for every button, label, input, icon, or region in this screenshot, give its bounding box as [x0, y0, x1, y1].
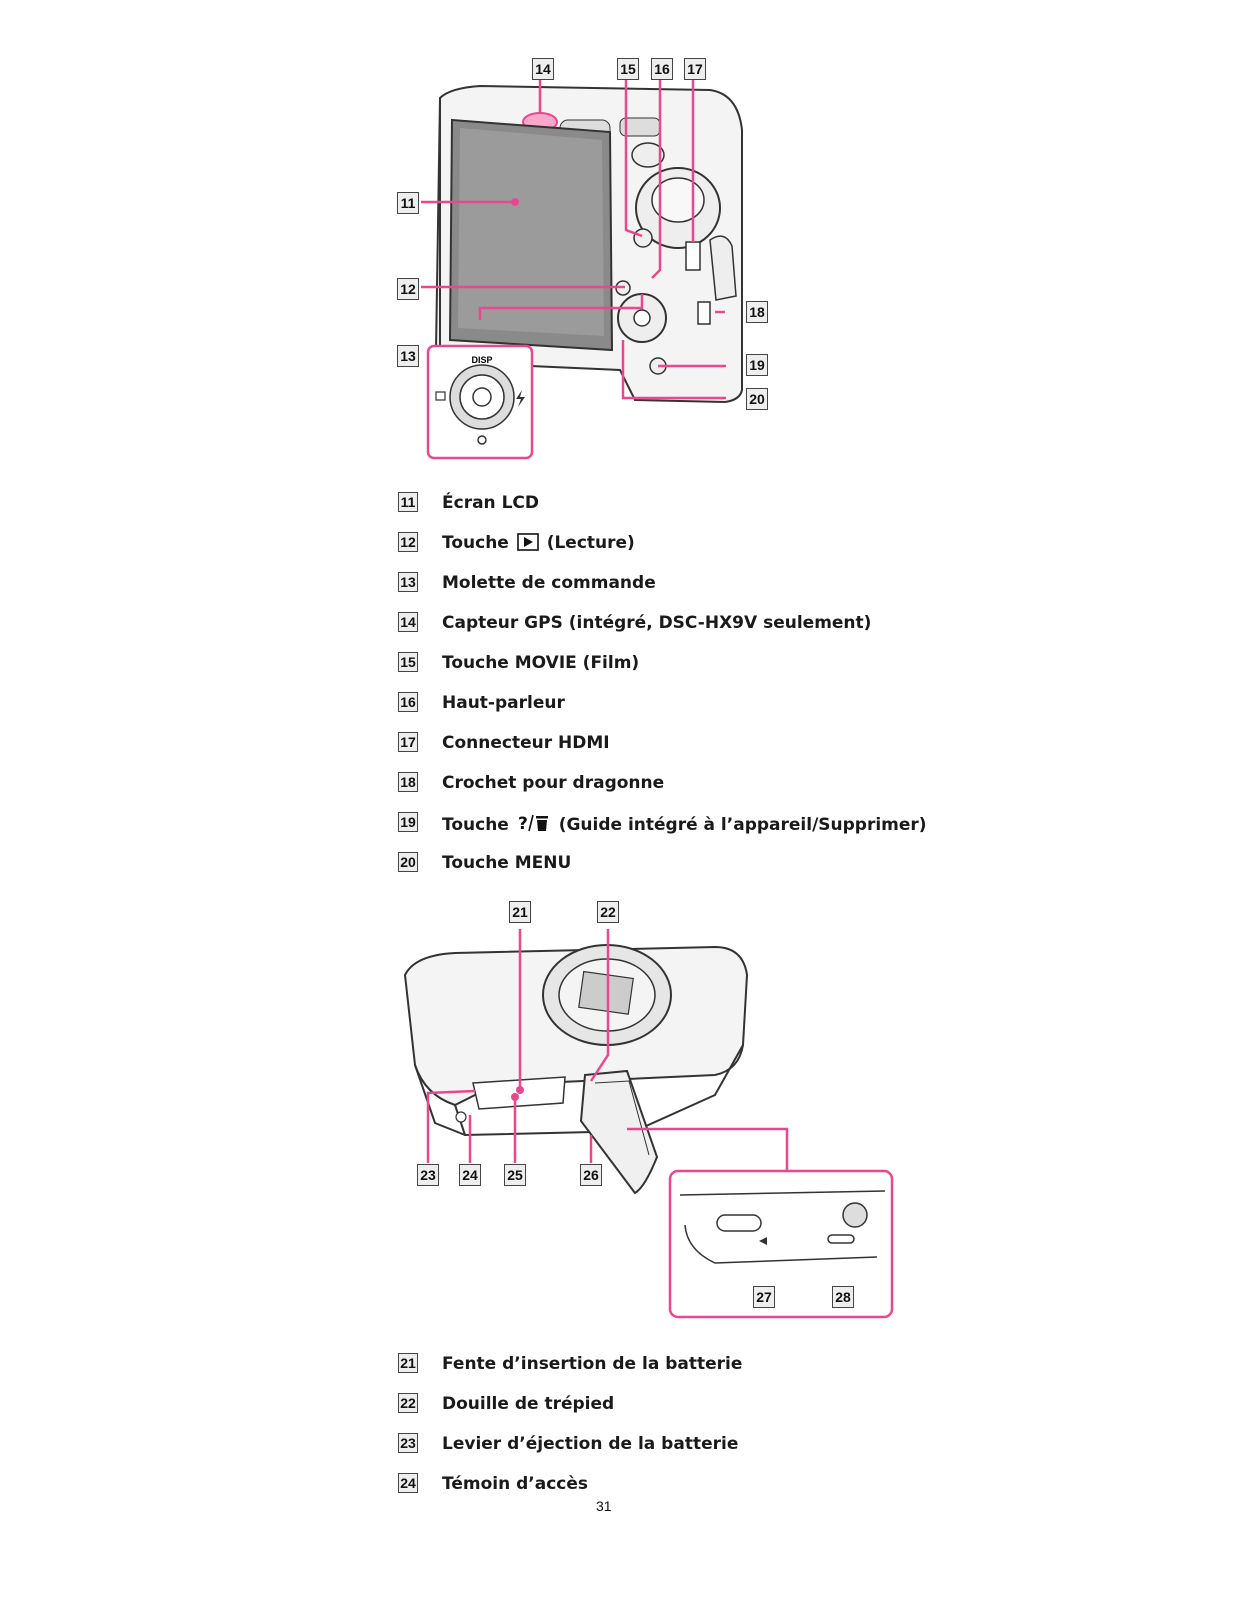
- callout-12: 12: [397, 278, 419, 300]
- item-label: Haut-parleur: [442, 693, 565, 713]
- item-number: 17: [398, 732, 418, 752]
- item-label: Touche MOVIE (Film): [442, 653, 640, 673]
- item-label: Connecteur HDMI: [442, 733, 610, 753]
- item-number: 21: [398, 1353, 418, 1373]
- item-label: Levier d’éjection de la batterie: [442, 1434, 739, 1454]
- help-trash-icon: ?: [518, 814, 548, 833]
- item-number: 18: [398, 772, 418, 792]
- callout-23: 23: [417, 1164, 439, 1186]
- item-number: 22: [398, 1393, 418, 1413]
- dial-top-label: DISP: [471, 355, 492, 365]
- callout-24: 24: [459, 1164, 481, 1186]
- item-number: 14: [398, 612, 418, 632]
- item-label: Écran LCD: [442, 493, 539, 513]
- callout-13: 13: [397, 345, 419, 367]
- item-label: Touche MENU: [442, 853, 572, 873]
- callout-19: 19: [746, 354, 768, 376]
- item-number: 16: [398, 692, 418, 712]
- item-label-post: (Lecture): [546, 533, 635, 553]
- item-number: 12: [398, 532, 418, 552]
- callout-18: 18: [746, 301, 768, 323]
- callout-20: 20: [746, 388, 768, 410]
- callout-17: 17: [684, 58, 706, 80]
- item-number: 24: [398, 1473, 418, 1493]
- camera-back-illustration: DISP: [421, 78, 743, 460]
- item-label: Fente d’insertion de la batterie: [442, 1354, 743, 1374]
- callout-21: 21: [509, 901, 531, 923]
- item-number: 15: [398, 652, 418, 672]
- item-number: 11: [398, 492, 418, 512]
- callout-22: 22: [597, 901, 619, 923]
- play-icon: [516, 533, 539, 551]
- callout-27: 27: [753, 1286, 775, 1308]
- item-number: 19: [398, 812, 418, 832]
- callout-25: 25: [504, 1164, 526, 1186]
- camera-bottom-illustration: [403, 929, 894, 1319]
- page-number: 31: [596, 1498, 612, 1514]
- item-label: Douille de trépied: [442, 1394, 615, 1414]
- callout-28: 28: [832, 1286, 854, 1308]
- item-label-pre: Touche: [442, 533, 509, 553]
- callout-26: 26: [580, 1164, 602, 1186]
- callout-11: 11: [397, 192, 419, 214]
- item-number: 13: [398, 572, 418, 592]
- item-label: Molette de commande: [442, 573, 656, 593]
- item-label: Crochet pour dragonne: [442, 773, 665, 793]
- item-number: 20: [398, 852, 418, 872]
- callout-16: 16: [651, 58, 673, 80]
- item-label: Touche ? (Guide intégré à l’appareil/Sup…: [442, 813, 927, 835]
- item-label: Touche (Lecture): [442, 533, 635, 553]
- item-label-pre: Touche: [442, 815, 509, 835]
- svg-text:?: ?: [518, 814, 528, 833]
- item-label: Capteur GPS (intégré, DSC-HX9V seulement…: [442, 613, 872, 633]
- item-label-post: (Guide intégré à l’appareil/Supprimer): [558, 815, 927, 835]
- callout-15: 15: [617, 58, 639, 80]
- item-number: 23: [398, 1433, 418, 1453]
- item-label: Témoin d’accès: [442, 1474, 589, 1494]
- callout-14: 14: [532, 58, 554, 80]
